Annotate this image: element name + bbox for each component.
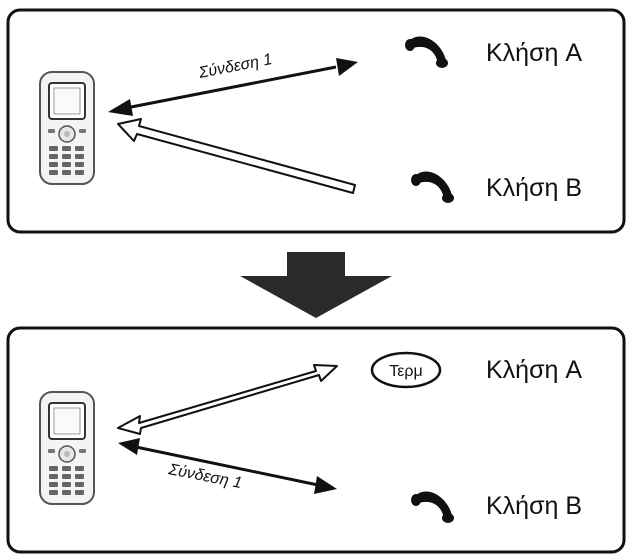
bottom-call-b-label: Κλήση B (486, 492, 582, 520)
hold-connection-arrow (117, 118, 356, 194)
top-call-b-label: Κλήση B (486, 174, 582, 202)
down-arrow-icon (240, 252, 392, 318)
ended-connection-arrow (117, 364, 338, 435)
bottom-call-a-label: Κλήση A (486, 356, 582, 384)
mobile-phone-icon (39, 71, 95, 185)
top-panel-frame (6, 8, 626, 234)
active-connection-arrow (118, 438, 337, 494)
end-call-button[interactable]: Τερμ (370, 351, 442, 389)
bottom-panel: Σύνδεση 1 Τερμ Κλήση A Κλήση B (6, 326, 626, 554)
top-panel: Σύνδεση 1 Κλήση A Κλήση B (6, 8, 626, 234)
mobile-phone-icon (39, 391, 95, 505)
active-connection-arrow (108, 58, 358, 116)
top-call-a-label: Κλήση A (486, 39, 582, 67)
bottom-panel-frame (6, 326, 626, 554)
end-call-label: Τερμ (389, 363, 422, 380)
